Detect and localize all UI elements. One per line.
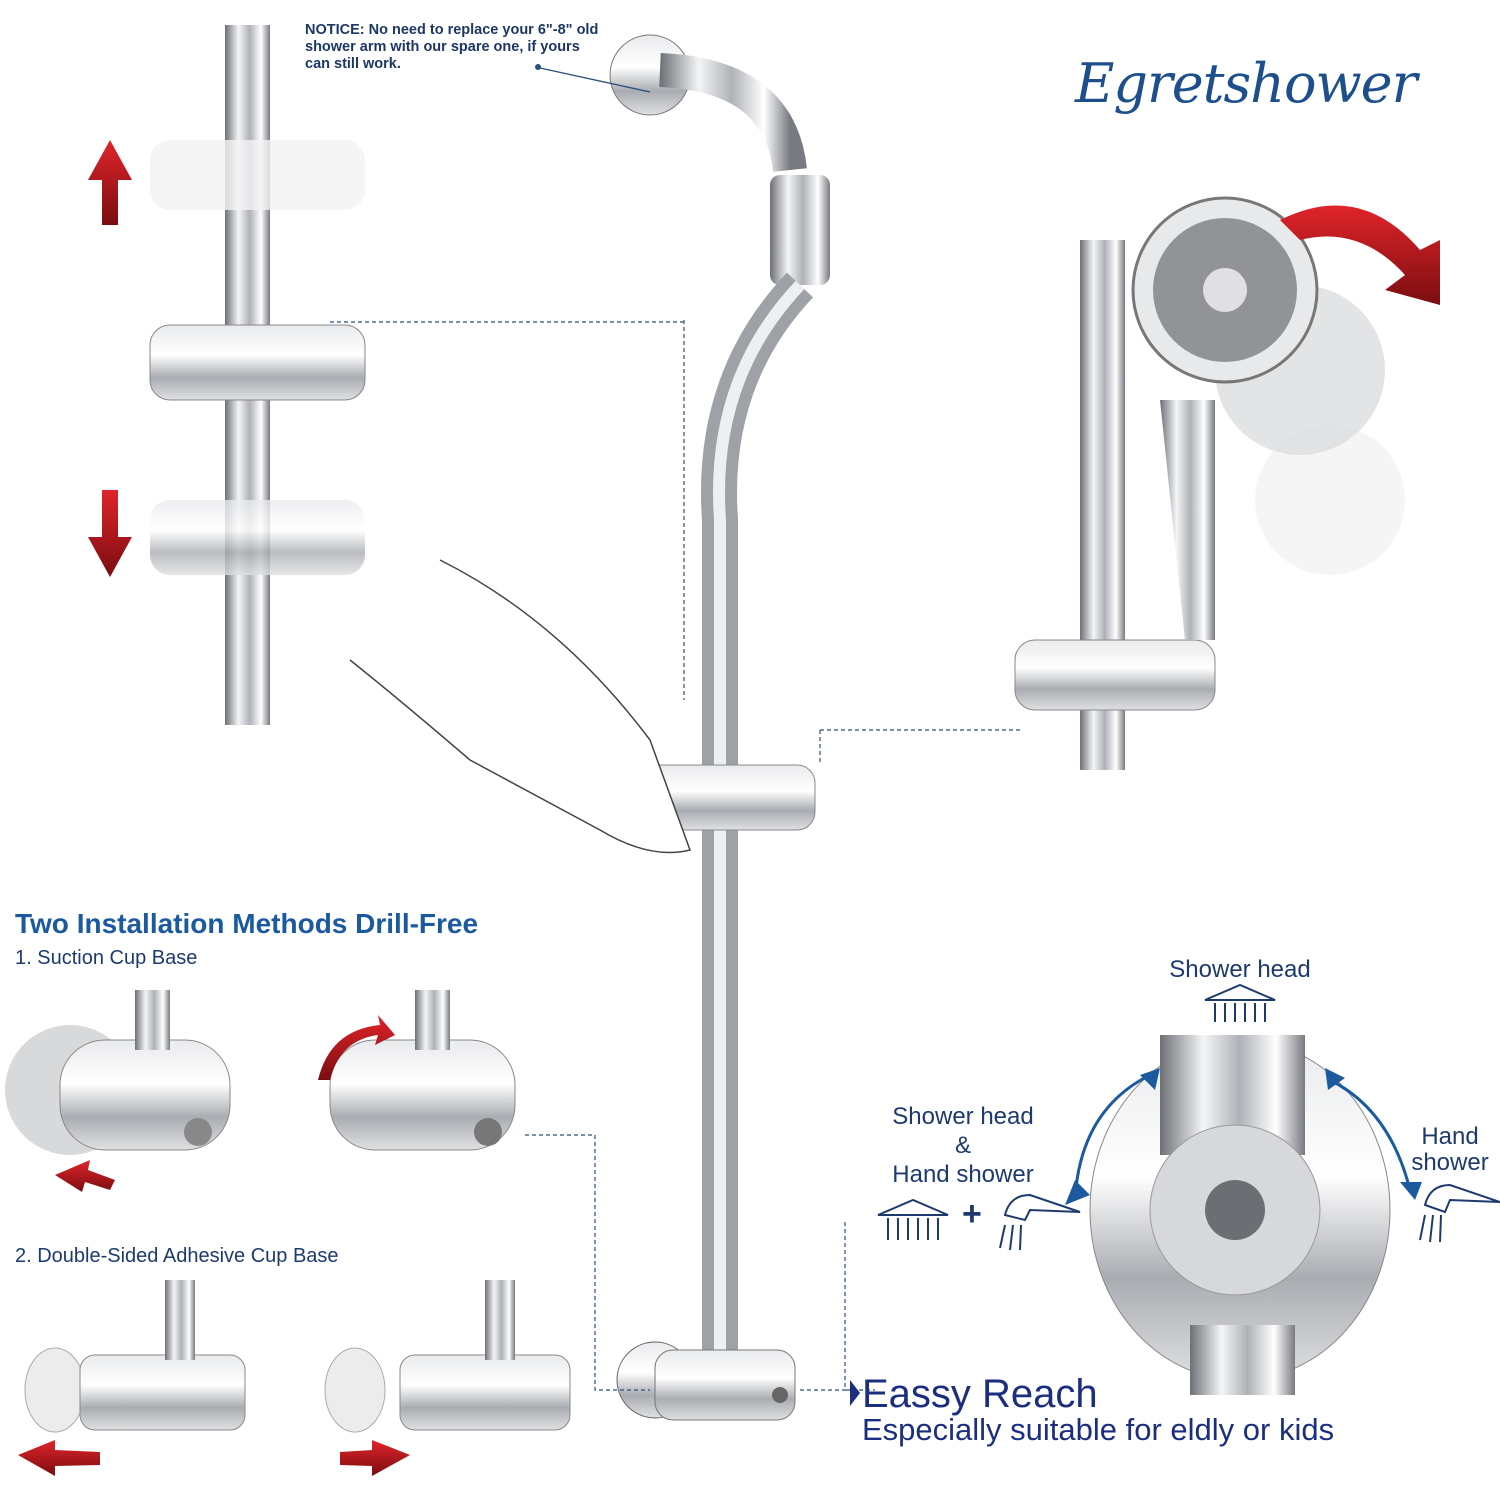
slide-bar-demo — [88, 25, 366, 725]
shower-rail — [330, 34, 1020, 1421]
label-line: shower — [1411, 1149, 1489, 1176]
installation-thumbnails — [5, 990, 571, 1476]
hand-shower-label: Hand shower — [1400, 1124, 1500, 1176]
plus-sign: + — [962, 1195, 982, 1233]
shower-head-icon — [877, 1198, 949, 1240]
arrow-down-icon — [88, 490, 132, 577]
label-line: & — [954, 1132, 971, 1159]
method-2-label: 2. Double-Sided Adhesive Cup Base — [15, 1245, 339, 1267]
rotate-arrow-icon — [1280, 205, 1440, 305]
combined-mode-label: Shower head & Hand shower — [868, 1102, 1058, 1189]
handheld-shower — [1014, 196, 1440, 770]
arrow-up-icon — [88, 140, 132, 225]
hand-shower-icon — [1419, 1183, 1500, 1243]
hand-shower-icon — [999, 1193, 1081, 1251]
label-line: Hand shower — [892, 1161, 1034, 1188]
reach-subtitle: Especially suitable for eldly or kids — [862, 1412, 1335, 1447]
label-line: Shower head — [892, 1103, 1034, 1130]
notice-text: NOTICE: No need to replace your 6"-8" ol… — [305, 22, 599, 72]
installation-title: Two Installation Methods Drill-Free — [15, 908, 479, 939]
shower-head-label: Shower head — [1169, 956, 1311, 983]
diverter-closeup — [877, 983, 1500, 1395]
label-line: Hand — [1421, 1123, 1479, 1150]
reach-title: Eassy Reach — [862, 1372, 1098, 1416]
method-1-label: 1. Suction Cup Base — [15, 947, 198, 969]
shower-head-icon — [1204, 983, 1276, 1022]
brand-logo: Egretshower — [1075, 52, 1417, 115]
